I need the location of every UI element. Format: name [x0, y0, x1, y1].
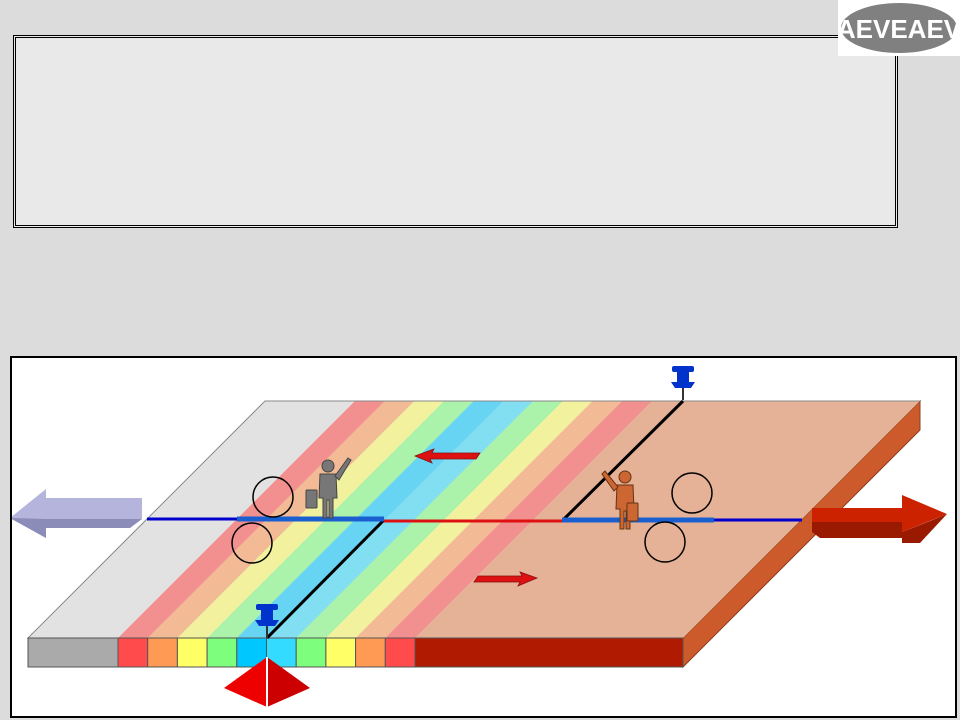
- logo-ellipse: [841, 3, 957, 53]
- diagram-panel: [10, 356, 957, 718]
- front-stripes: [117, 637, 416, 668]
- front-stripe: [206, 637, 238, 668]
- circle-marker: [644, 521, 686, 563]
- arrow-right-large: [812, 495, 947, 543]
- logo-text: AEVEAEV: [838, 14, 960, 44]
- company-logo: AEVEAEV: [838, 0, 960, 56]
- circle-marker: [231, 522, 273, 564]
- front-stripe: [147, 637, 178, 668]
- traveler-icon-left: [305, 457, 352, 519]
- circle-marker: [671, 472, 713, 514]
- front-stripe: [384, 637, 416, 668]
- front-stripe: [355, 637, 386, 668]
- front-red: [414, 637, 684, 668]
- circle-marker: [252, 476, 294, 518]
- direction-arrow-right: [473, 571, 539, 587]
- front-grey: [27, 637, 119, 668]
- text-box: [13, 35, 898, 228]
- pushpin-icon: [671, 366, 695, 400]
- front-stripe: [325, 637, 357, 668]
- front-stripe: [295, 637, 327, 668]
- front-stripe: [117, 637, 149, 668]
- bottom-arrow-icon: [224, 657, 310, 707]
- pushpin-icon: [255, 604, 279, 638]
- arrow-left-large: [12, 489, 142, 538]
- traveler-icon-right: [601, 470, 639, 530]
- front-stripe: [176, 637, 208, 668]
- direction-arrow-left: [413, 448, 481, 464]
- guide-line-back: [561, 399, 685, 522]
- guide-line-front: [265, 518, 386, 640]
